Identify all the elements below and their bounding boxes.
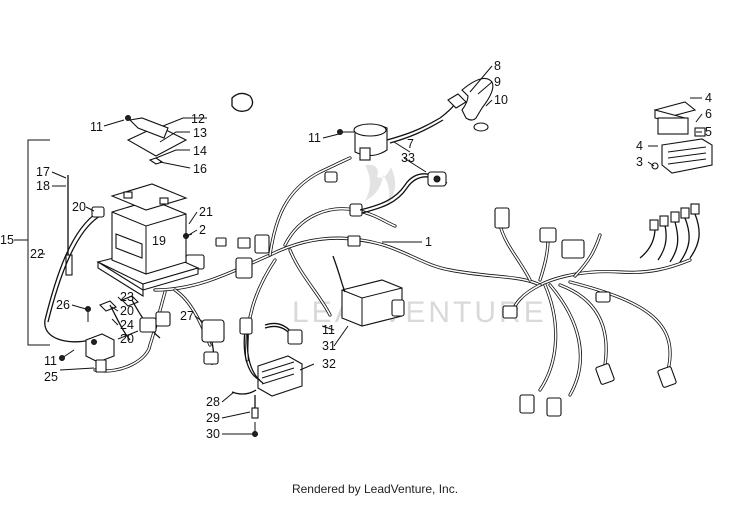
callout-12: 12: [191, 112, 205, 126]
callout-31: 31: [322, 339, 336, 353]
callout-15: 15: [0, 233, 14, 247]
regulator: [201, 319, 225, 366]
callout-16: 16: [193, 162, 207, 176]
callout-11-battery-bolt: 11: [90, 120, 103, 134]
credit-footer: Rendered by LeadVenture, Inc.: [291, 482, 459, 496]
callout-9: 9: [494, 75, 501, 89]
callout-23: 23: [120, 290, 134, 304]
callout-4-left: 4: [636, 139, 643, 153]
callout-10: 10: [494, 93, 508, 107]
spark-plug-boot: [447, 77, 494, 132]
callout-11-coil: 11: [308, 131, 321, 145]
battery-assembly: [96, 115, 200, 297]
callout-30: 30: [206, 427, 220, 441]
callout-20-low: 20: [120, 332, 134, 346]
callout-11-module: 11: [322, 323, 335, 337]
callout-27: 27: [180, 309, 194, 323]
callout-11-solenoid: 11: [44, 354, 57, 368]
callout-8: 8: [494, 59, 501, 73]
callout-2: 2: [199, 223, 206, 237]
callout-7: 7: [407, 137, 414, 151]
callout-28: 28: [206, 395, 220, 409]
callout-5: 5: [705, 125, 712, 139]
callout-24: 24: [120, 318, 134, 332]
callout-1: 1: [425, 235, 432, 249]
callout-18: 18: [36, 179, 50, 193]
clamp-12: [231, 92, 254, 112]
callout-4-top: 4: [705, 91, 712, 105]
leader-lines: [14, 65, 703, 435]
watermark: LEADVENTURE: [292, 164, 547, 329]
callout-21: 21: [199, 205, 213, 219]
callout-32: 32: [322, 357, 336, 371]
sub-harness-lower: [231, 317, 303, 437]
callout-13: 13: [193, 126, 207, 140]
callout-25: 25: [44, 370, 58, 384]
callout-14: 14: [193, 144, 207, 158]
callout-22: 22: [30, 247, 44, 261]
callout-33: 33: [401, 151, 415, 165]
callout-17: 17: [36, 165, 50, 179]
callout-3: 3: [636, 155, 643, 169]
callout-6: 6: [705, 107, 712, 121]
pickup-coil-wire: [359, 171, 448, 214]
callout-labels: 11 12 13 14 16 17 18 20 15 22 21 2 19 23…: [0, 59, 712, 441]
main-harness: [93, 156, 692, 397]
callout-19: 19: [152, 234, 166, 248]
callout-29: 29: [206, 411, 220, 425]
ignition-coil: [337, 103, 456, 161]
cdi-module: [332, 255, 405, 327]
bracket-15: [27, 139, 50, 346]
battery-cables: [44, 175, 171, 373]
watermark-text: LEADVENTURE: [292, 296, 547, 329]
callout-20-mid: 20: [120, 304, 134, 318]
fuse-block-wires: [639, 203, 700, 263]
callout-20-top: 20: [72, 200, 86, 214]
fuse-block: [651, 101, 713, 174]
callout-26: 26: [56, 298, 70, 312]
